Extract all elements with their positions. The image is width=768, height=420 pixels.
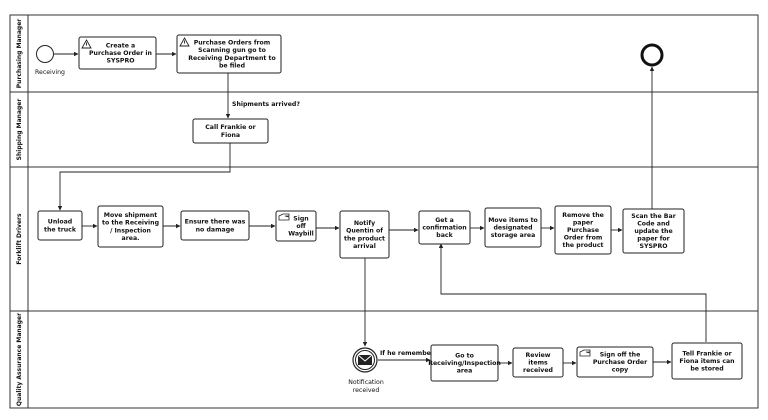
- lane-purchasing: Purchasing Manager: [16, 19, 23, 88]
- manual-task-icon: [579, 349, 591, 357]
- lane-forklift: Forklift Drivers: [16, 213, 23, 265]
- lane-qa: Quality Assurance Manager: [16, 313, 23, 406]
- sequence-flows: [54, 51, 707, 366]
- lane-title-shipping: Shipping Manager: [16, 99, 23, 161]
- lane-title-forklift: Forklift Drivers: [16, 213, 23, 265]
- end-event: [640, 43, 664, 67]
- edge-label-remembers: If he remembers: [380, 350, 438, 357]
- user-task-icon: [81, 39, 92, 49]
- start-event: Receiving: [35, 45, 65, 76]
- edge-label-shipments: Shipments arrived?: [232, 101, 300, 108]
- lane-title-purchasing: Purchasing Manager: [16, 19, 23, 88]
- manual-task-icon: [278, 213, 290, 221]
- flow-call-to-unload: [57, 143, 231, 211]
- flow-tell-to-confirm: [438, 243, 707, 342]
- start-event-label: Receiving: [35, 69, 65, 76]
- lane-title-qa: Quality Assurance Manager: [16, 313, 23, 406]
- envelope-icon: [357, 354, 373, 365]
- user-task-icon: [179, 37, 190, 47]
- lane-shipping: Shipping Manager: [16, 99, 23, 161]
